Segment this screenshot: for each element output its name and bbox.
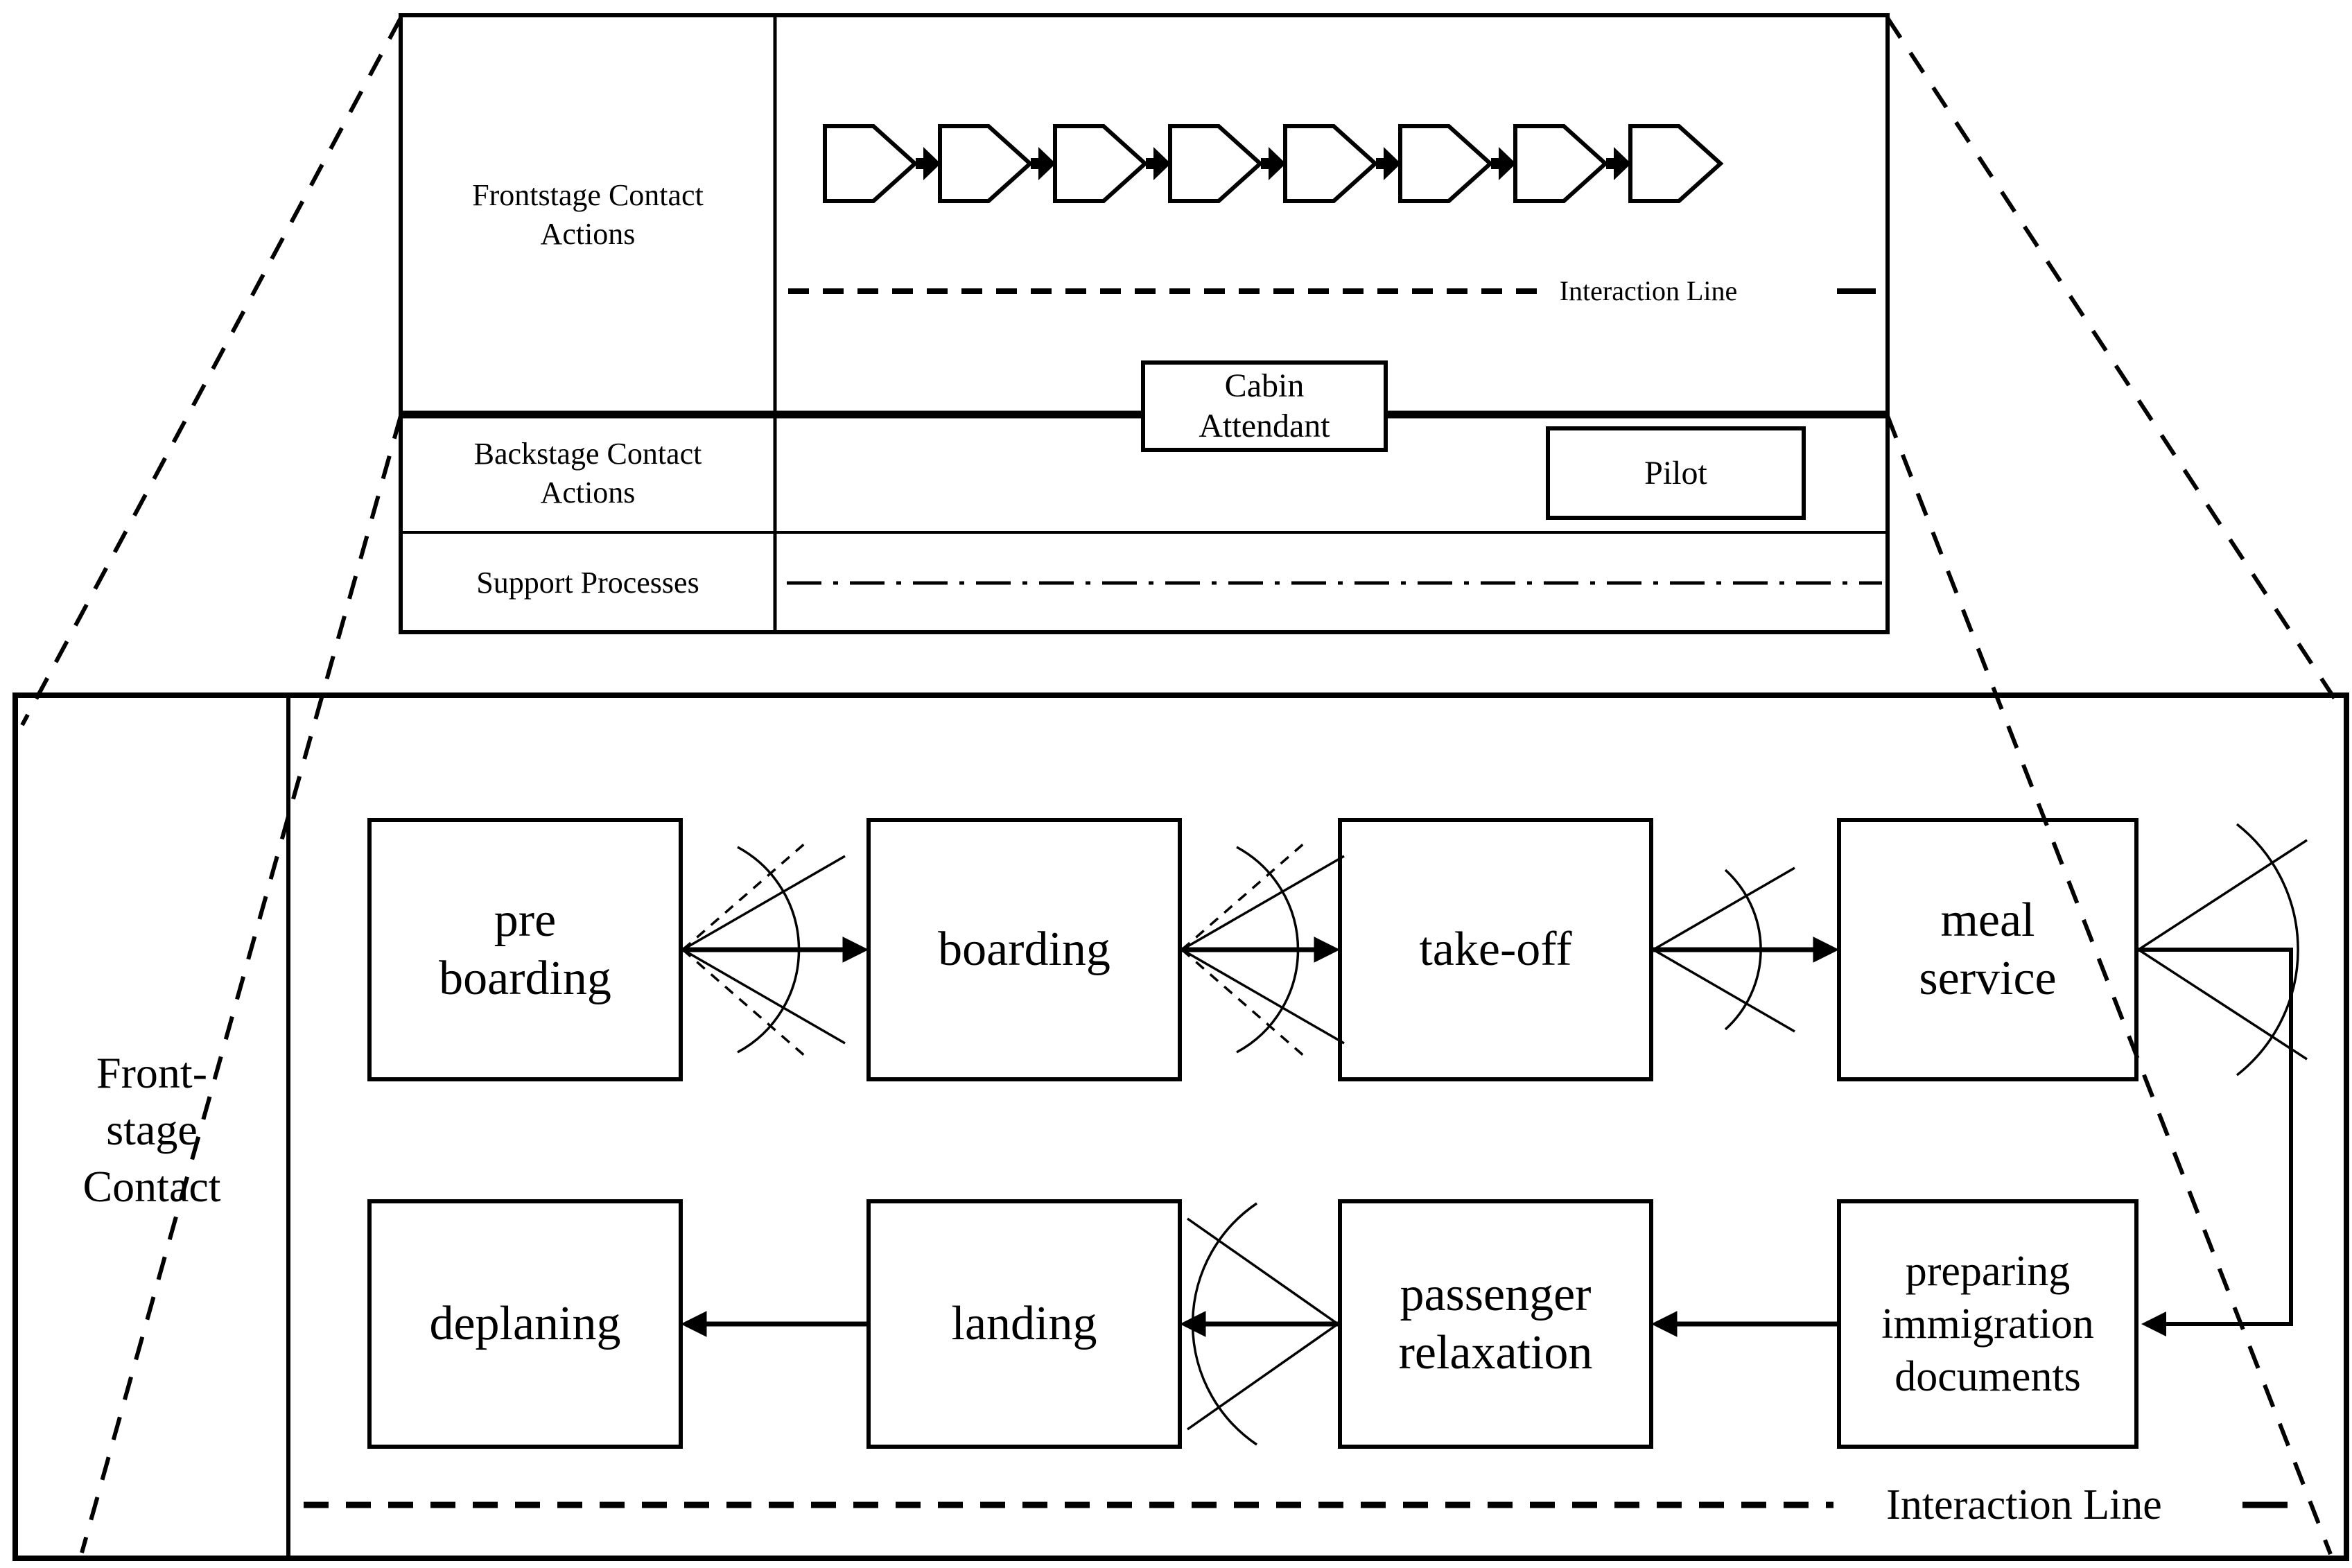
- arrowhead-icon: [1650, 1311, 1678, 1337]
- chevron-step-icon: [1053, 124, 1149, 203]
- connector-mealservice-to-preparing: [2138, 948, 2293, 1336]
- chevron-arrow-icon: [1146, 147, 1171, 180]
- arrowhead-icon: [1314, 937, 1341, 963]
- chevron-step-icon: [1168, 124, 1264, 203]
- support-row-label: Support Processes: [476, 566, 699, 600]
- backstage-row-label: Backstage Contact Actions: [473, 437, 702, 509]
- flow-arrows-row1: [683, 937, 1840, 963]
- arrowhead-icon: [680, 1311, 707, 1337]
- zoom-line-right-bottom: [1885, 415, 2333, 1556]
- step-landing: landing: [866, 1199, 1182, 1449]
- step-take-off: take-off: [1338, 818, 1653, 1081]
- zoom-line-right-top: [1885, 17, 2337, 700]
- chevron-arrow-icon: [1606, 147, 1631, 180]
- flow-arrows-row2: [680, 1311, 1837, 1337]
- chevron-arrow-icon: [1031, 147, 1056, 180]
- step-boarding: boarding: [866, 818, 1182, 1081]
- step-pre-boarding: pre boarding: [367, 818, 683, 1081]
- interaction-line-top-label: Interaction Line: [1559, 275, 1738, 306]
- step-passenger-relaxation: passenger relaxation: [1338, 1199, 1653, 1449]
- chevron-arrow-icon: [916, 147, 941, 180]
- chevron-step-icon: [938, 124, 1034, 203]
- mini-blueprint-frame: [399, 13, 1890, 634]
- fan-symbol-take-off: [1653, 866, 1795, 1033]
- cabin-attendant-box: Cabin Attendant: [1141, 360, 1388, 452]
- step-preparing-immigration-documents: preparing immigration documents: [1837, 1199, 2138, 1449]
- fan-symbol-pre-boarding: [681, 842, 846, 1058]
- fan-symbol-boarding: [1181, 842, 1345, 1058]
- interaction-line-bottom-label: Interaction Line: [1886, 1481, 2162, 1528]
- arrowhead-icon: [2141, 1312, 2166, 1336]
- frontstage-contact-sidebar-label: Front- stage Contact: [82, 1048, 221, 1211]
- fan-symbol-passenger-relaxation: [1186, 1202, 1339, 1446]
- detail-frame: [12, 692, 2349, 1561]
- step-meal-service: meal service: [1837, 818, 2138, 1081]
- chevron-step-icon: [1398, 124, 1494, 203]
- chevron-step-icon: [1628, 124, 1724, 203]
- chevron-arrow-icon: [1491, 147, 1516, 180]
- chevron-step-icon: [1513, 124, 1609, 203]
- zoom-connector-lines: [20, 17, 2337, 1556]
- pilot-box: Pilot: [1546, 426, 1806, 520]
- zoom-line-left-top: [20, 17, 403, 726]
- chevron-step-icon: [823, 124, 918, 203]
- arrowhead-icon: [1813, 937, 1840, 963]
- zoom-line-left-bottom: [80, 415, 403, 1553]
- step-deplaning: deplaning: [367, 1199, 683, 1449]
- chevron-arrow-icon: [1261, 147, 1286, 180]
- frontstage-row-label: Frontstage Contact Actions: [472, 178, 704, 251]
- chevron-arrow-icon: [1376, 147, 1401, 180]
- fan-symbol-meal-service: [2138, 823, 2308, 1077]
- chevron-step-icon: [1283, 124, 1379, 203]
- chevron-flow: [823, 124, 1724, 203]
- arrowhead-icon: [842, 937, 869, 963]
